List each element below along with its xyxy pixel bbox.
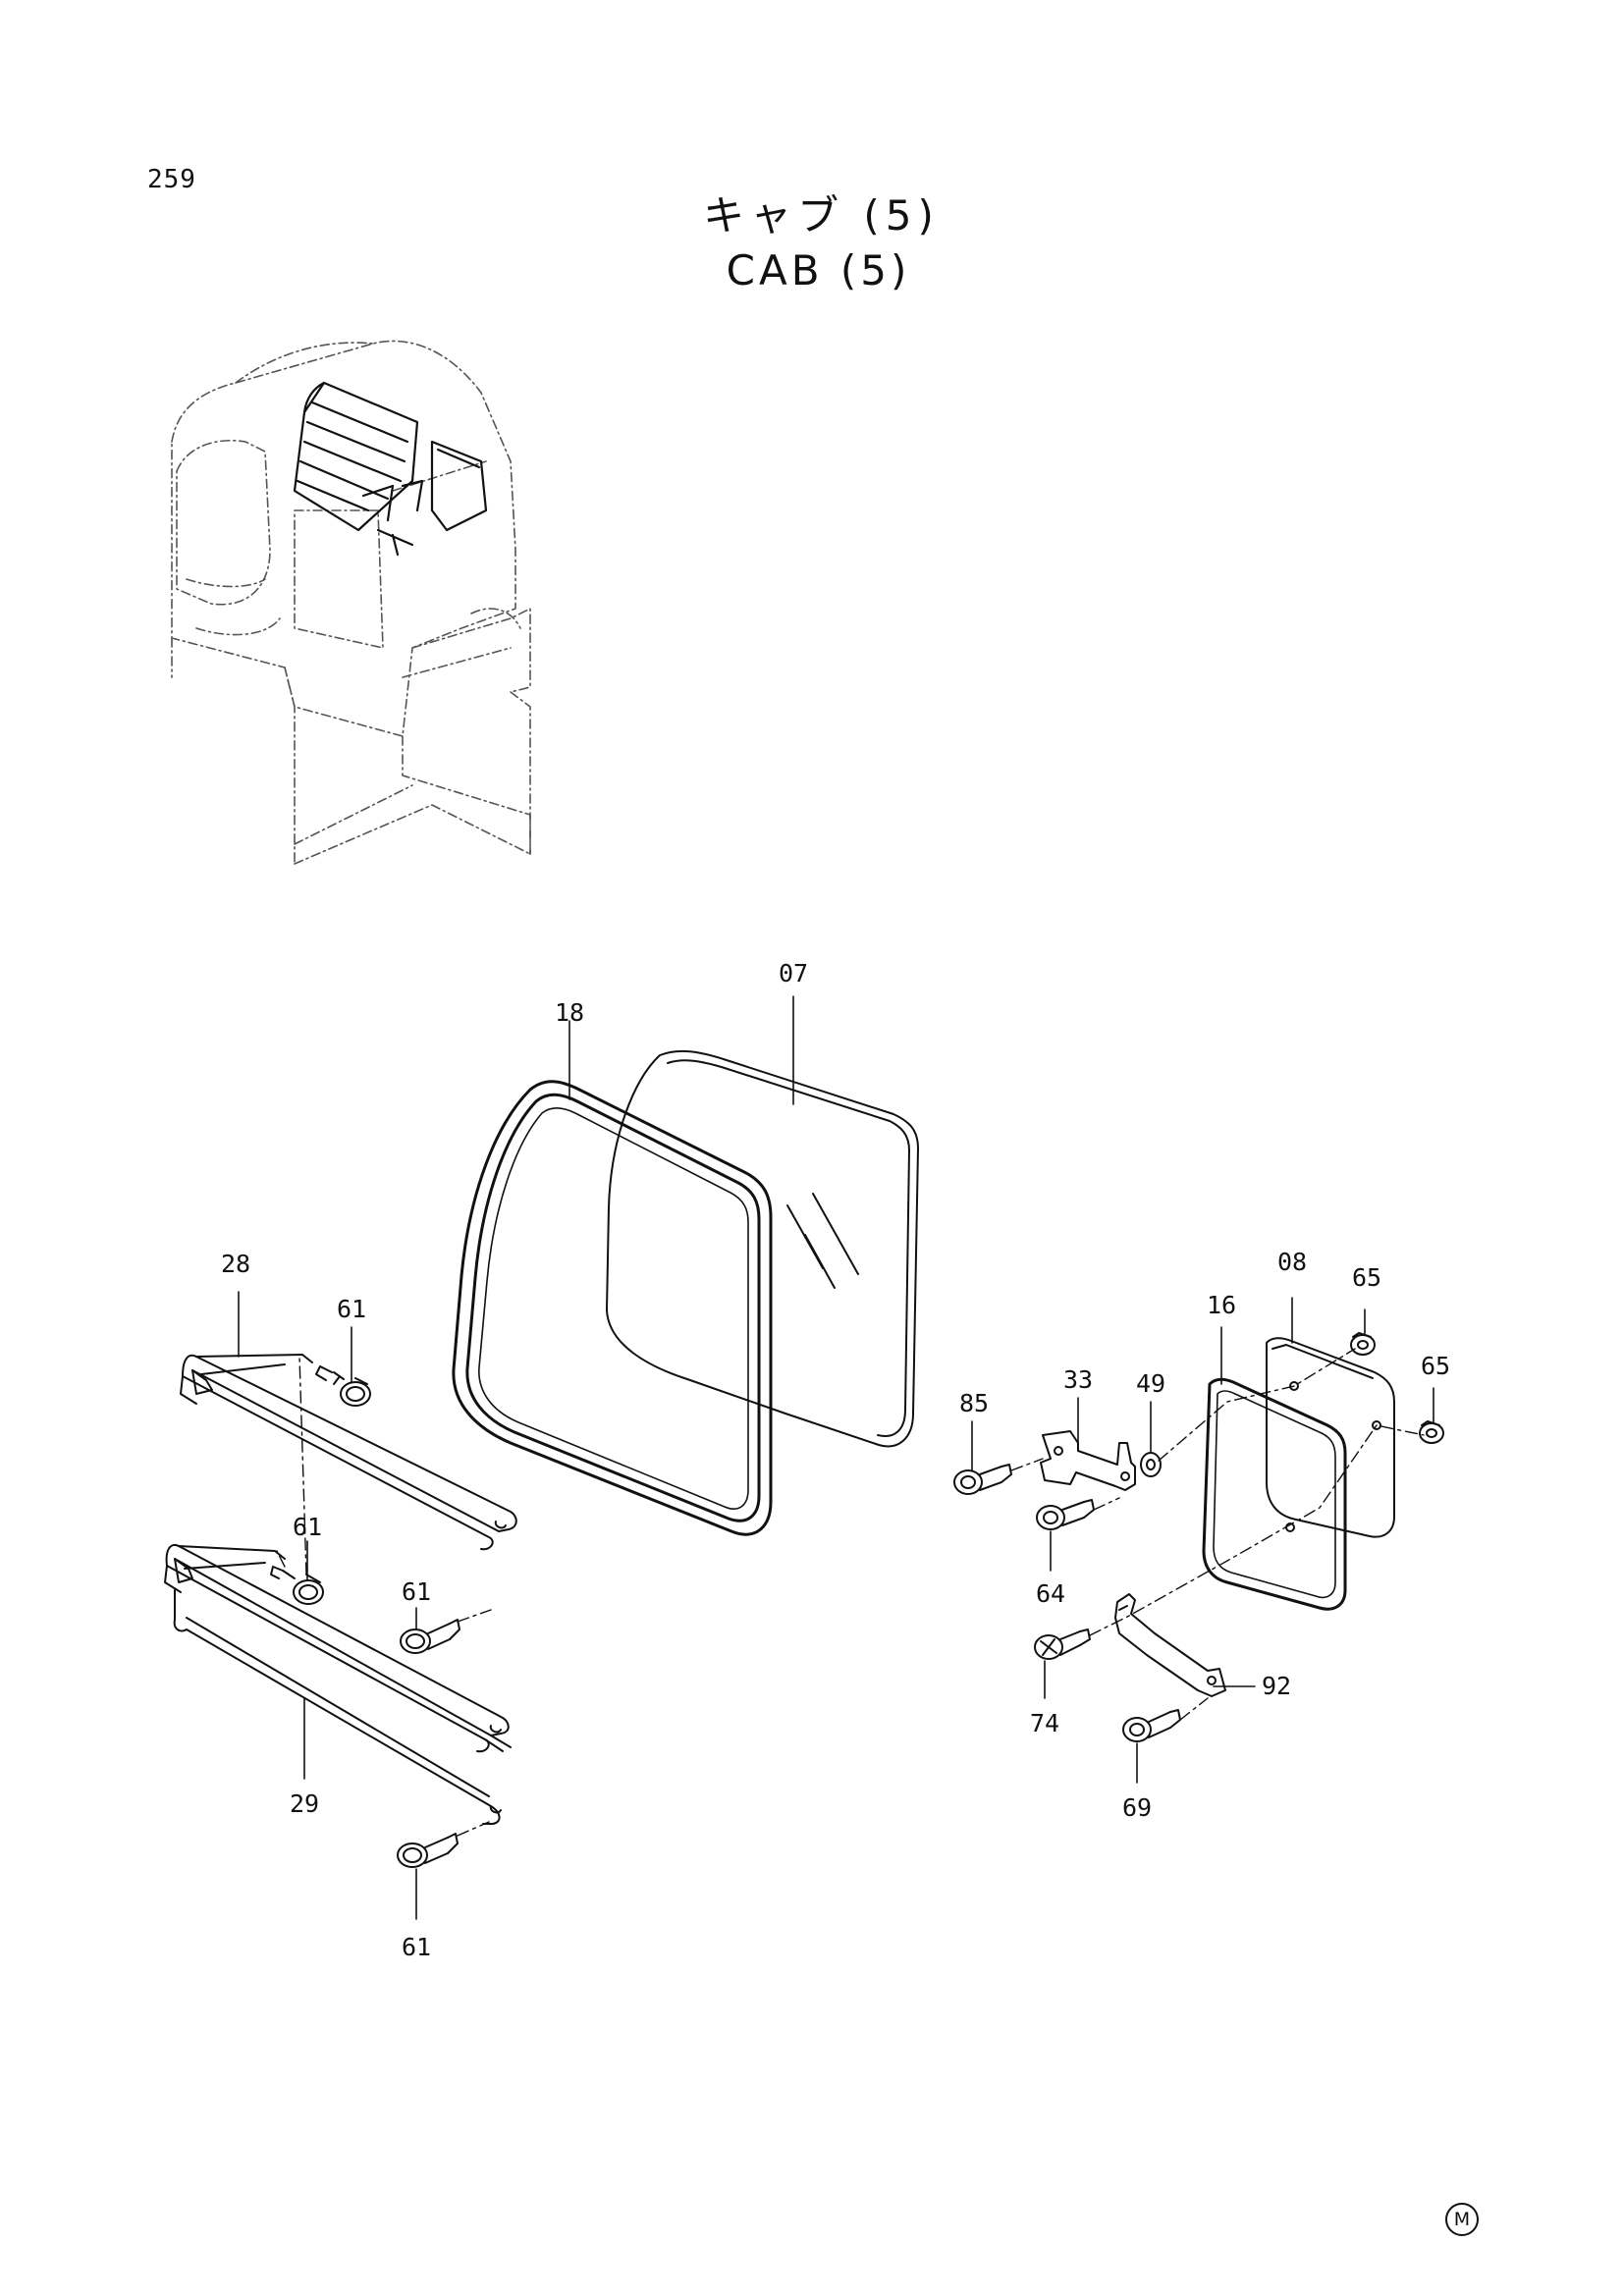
callout-61-a: 61 — [337, 1295, 366, 1323]
leader-lines — [238, 995, 1434, 1920]
callout-61-c: 61 — [402, 1577, 431, 1606]
page-number: 259 — [147, 165, 196, 194]
callout-28: 28 — [221, 1250, 250, 1278]
callout-61-b: 61 — [293, 1513, 322, 1541]
bolt-61-c — [400, 1619, 460, 1654]
callout-85: 85 — [959, 1389, 989, 1417]
nut-65-b — [1419, 1420, 1444, 1444]
bolt-61-a — [315, 1365, 371, 1407]
cab-overview — [171, 340, 531, 865]
title-english: CAB (5) — [726, 246, 911, 294]
overview-highlight-window — [293, 381, 488, 557]
washer-49 — [1140, 1452, 1162, 1477]
part-16-weatherstrip — [1202, 1377, 1347, 1611]
callout-labels: 07 18 28 61 61 61 61 29 08 16 65 65 85 3… — [221, 959, 1450, 1961]
part-08-glass — [1266, 1337, 1395, 1538]
part-07-glass — [606, 1049, 919, 1448]
page-title: キャブ (5) CAB (5) — [0, 188, 1623, 298]
callout-92: 92 — [1262, 1672, 1291, 1700]
bolt-64 — [1036, 1499, 1095, 1530]
callout-18: 18 — [555, 998, 584, 1027]
nut-65-a — [1350, 1332, 1376, 1356]
bolt-61-b — [270, 1566, 324, 1605]
callout-65-b: 65 — [1421, 1352, 1450, 1380]
title-japanese: キャブ (5) — [703, 191, 940, 240]
callout-65-a: 65 — [1352, 1263, 1381, 1292]
part-18-weatherstrip — [452, 1080, 773, 1536]
callout-49: 49 — [1136, 1369, 1165, 1398]
screw-74 — [1034, 1629, 1091, 1660]
callout-07: 07 — [779, 959, 808, 988]
callout-33: 33 — [1063, 1365, 1093, 1394]
bolt-69 — [1122, 1709, 1181, 1742]
bolt-61-d — [397, 1833, 459, 1868]
part-28-rail — [180, 1354, 517, 1551]
bolt-85 — [953, 1464, 1012, 1495]
callout-16: 16 — [1207, 1291, 1236, 1319]
assembly-lines — [276, 1348, 1425, 1837]
part-92-plate — [1114, 1593, 1226, 1697]
m-mark-symbol: M — [1445, 2203, 1479, 2236]
callout-08: 08 — [1277, 1248, 1307, 1276]
part-33-bracket — [1040, 1430, 1136, 1491]
callout-69: 69 — [1122, 1793, 1152, 1822]
callout-74: 74 — [1030, 1709, 1059, 1737]
callout-64: 64 — [1036, 1579, 1065, 1608]
callout-29: 29 — [290, 1789, 319, 1818]
part-29-rail — [164, 1544, 512, 1825]
callout-61-d: 61 — [402, 1933, 431, 1961]
